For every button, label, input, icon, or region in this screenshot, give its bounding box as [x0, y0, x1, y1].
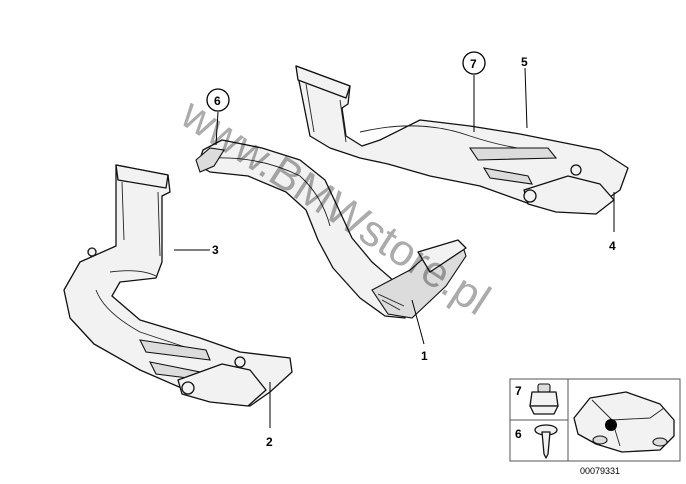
callout-7: 7 — [470, 57, 477, 71]
callout-6-circle — [206, 88, 230, 112]
air-duct-center — [195, 139, 467, 319]
car-location-icon — [573, 391, 675, 453]
callout-3: 3 — [212, 243, 219, 257]
location-marker-dot — [605, 419, 617, 431]
callout-4: 4 — [609, 239, 616, 253]
callout-1: 1 — [421, 349, 428, 363]
air-duct-left — [63, 164, 293, 407]
inset-label-7: 7 — [515, 384, 522, 398]
inset-panel: 7 6 00079331 — [509, 378, 681, 476]
inset-label-6: 6 — [515, 427, 522, 441]
air-duct-right — [295, 65, 629, 215]
callout-2: 2 — [266, 435, 273, 449]
callout-7-circle — [462, 51, 486, 75]
document-number: 00079331 — [580, 466, 620, 476]
push-rivet-icon — [534, 424, 558, 459]
leader-lines — [174, 67, 615, 428]
nut-clip-icon — [529, 383, 559, 415]
callout-6: 6 — [214, 94, 221, 108]
callout-5: 5 — [521, 55, 528, 69]
